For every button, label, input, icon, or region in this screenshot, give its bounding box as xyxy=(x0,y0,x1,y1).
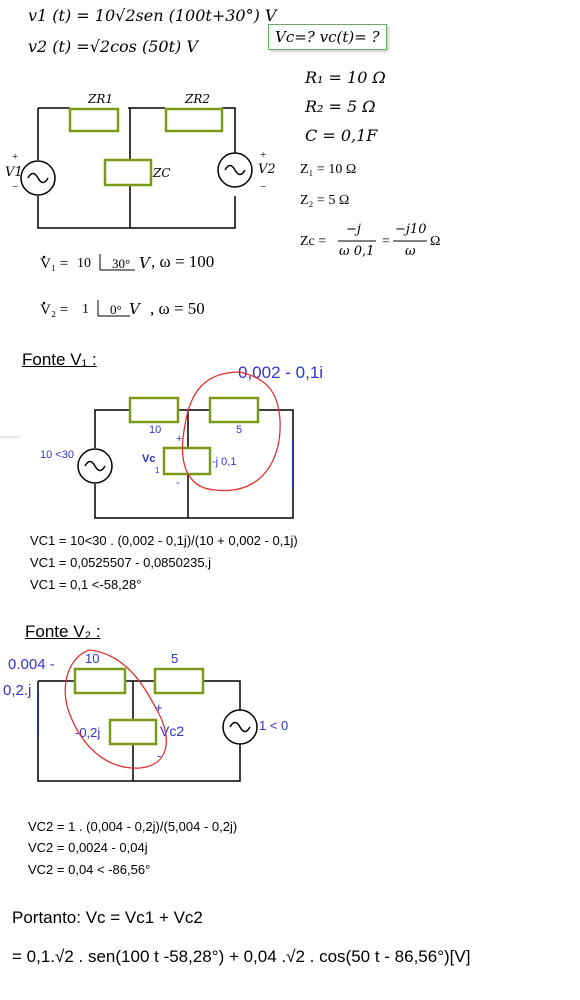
circuit1-v1-minus: − xyxy=(12,181,19,193)
zc-equals: = xyxy=(382,234,390,249)
v1-phasor-angle: 30° xyxy=(112,256,131,271)
zc-capacitor xyxy=(103,158,153,187)
result-line1: Portanto: Vc = Vc1 + Vc2 xyxy=(12,908,203,927)
fonte1-vc-label: Vc xyxy=(142,453,156,465)
v2-phasor-mag: 1 xyxy=(82,302,89,317)
zc-lhs: Zc = xyxy=(300,234,327,249)
zc-num2: −j10 xyxy=(395,222,427,237)
question-box: Vc=? vc(t)= ? xyxy=(268,24,387,50)
fonte1-plus: + xyxy=(176,433,183,445)
fonte2-annotation-line1: 0.004 - xyxy=(8,656,55,673)
v2-equation: v2 (t) =√2cos (50t) V xyxy=(28,37,198,56)
fonte2-r2-label: 5 xyxy=(171,651,179,666)
z2-value: Z₂ = 5 Ω xyxy=(300,193,350,208)
fonte1-eq2: VC1 = 0,0525507 - 0,0850235.j xyxy=(30,555,212,570)
fonte2-r2-resistor xyxy=(153,667,205,695)
fonte2-eq1: VC2 = 1 . (0,004 - 0,2j)/(5,004 - 0,2j) xyxy=(28,819,238,834)
circuit1-v2-plus: + xyxy=(260,149,267,161)
r1-value: R₁ = 10 Ω xyxy=(305,68,386,87)
zc-unit: Ω xyxy=(430,234,441,249)
zc-den2: ω xyxy=(405,244,416,259)
zc-den1: ω 0,1 xyxy=(339,244,375,259)
z1-value: Z₁ = 10 Ω xyxy=(300,162,357,177)
zc-num1: −j xyxy=(346,222,361,237)
fonte2-source-label: 1 < 0 xyxy=(259,718,289,733)
fonte2-zc-label: -0,2j xyxy=(75,725,101,740)
fonte2-annotation-line2: 0,2.j xyxy=(3,682,32,699)
fonte2-r1-label: 10 xyxy=(85,651,100,666)
fonte2-zc-capacitor xyxy=(108,718,158,746)
fonte2-eq3: VC2 = 0,04 < -86,56° xyxy=(28,862,151,877)
fonte2-r1-resistor xyxy=(73,667,127,695)
v1-omega: , ω = 100 xyxy=(151,252,215,271)
circuit1-zr2-label: ZR2 xyxy=(185,92,211,106)
fonte2-minus: - xyxy=(157,748,162,763)
fonte1-annotation: 0,002 - 0,1i xyxy=(238,363,324,382)
circuit1-v2-label: V2 xyxy=(258,162,276,177)
fonte1-zc-capacitor xyxy=(162,446,212,476)
circuit1-zc-label: ZC xyxy=(153,166,171,180)
circuit1-v2-minus: − xyxy=(260,181,267,193)
v1-phasor-unit: V xyxy=(139,254,150,272)
c-value: C = 0,1F xyxy=(305,126,378,145)
v2-phasor-lhs: V₂ = xyxy=(40,302,69,318)
fonte1-zc-label: -j 0,1 xyxy=(212,456,237,468)
fonte1-r2-resistor xyxy=(208,396,260,424)
v2-phasor-angle: 0° xyxy=(110,302,122,317)
fonte2-plus: + xyxy=(155,700,163,715)
fonte1-eq3: VC1 = 0,1 <-58,28° xyxy=(30,577,142,592)
fonte1-r2-label: 5 xyxy=(236,424,243,436)
circuit1-zr1-label: ZR1 xyxy=(88,92,114,106)
fonte1-vc-subscript: 1 xyxy=(155,466,160,475)
v1-phasor-mag: 10 xyxy=(77,256,91,271)
v1-phasor-lhs: V₁ = xyxy=(40,256,69,272)
fonte1-minus: - xyxy=(176,477,180,489)
fonte2-eq2: VC2 = 0,0024 - 0,04j xyxy=(28,840,148,855)
v1-equation: v1 (t) = 10√2sen (100t+30°) V xyxy=(28,6,277,25)
r2-value: R₂ = 5 Ω xyxy=(305,97,376,116)
result-line2: = 0,1.√2 . sen(100 t -58,28°) + 0,04 .√2… xyxy=(12,947,471,966)
zr2-resistor xyxy=(164,107,224,133)
fonte1-r1-resistor xyxy=(128,396,180,424)
circuit1-v1-plus: + xyxy=(12,151,19,163)
fonte2-title: Fonte V₂ : xyxy=(25,622,101,641)
fonte1-eq1: VC1 = 10<30 . (0,002 - 0,1j)/(10 + 0,002… xyxy=(30,533,298,548)
circuit1-v1-label: V1 xyxy=(5,165,23,180)
v2-omega: , ω = 50 xyxy=(150,299,205,318)
zr1-resistor xyxy=(68,107,120,133)
fonte1-title: Fonte V₁ : xyxy=(22,350,97,369)
fonte1-r1-label: 10 xyxy=(149,424,162,436)
fonte1-source-label: 10 <30 xyxy=(40,449,74,461)
v2-phasor-unit: V xyxy=(129,300,140,318)
fonte2-vc-label: Vc2 xyxy=(160,723,185,739)
